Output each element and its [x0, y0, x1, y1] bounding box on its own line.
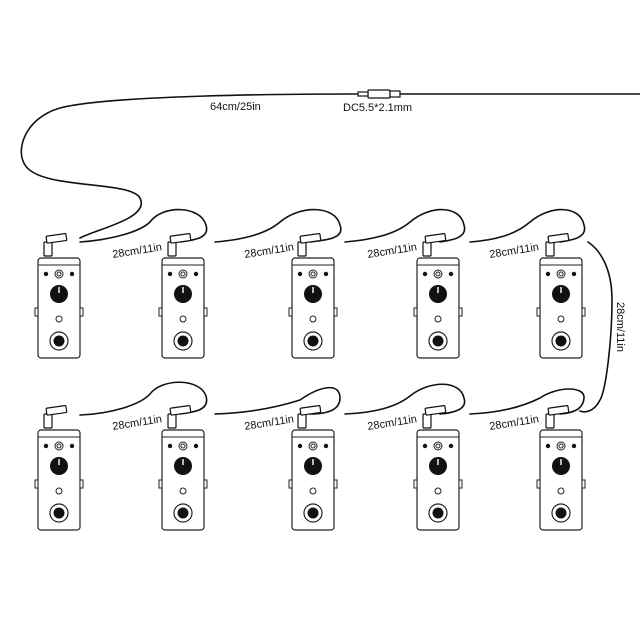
pedal-3 [288, 232, 338, 359]
pedal-4 [413, 232, 463, 359]
dc-plug-connector [357, 89, 640, 99]
pedal-7 [158, 404, 208, 531]
pedal-2 [158, 232, 208, 359]
daisy-label-5: 28cm/11in [112, 413, 163, 433]
daisy-cable-8 [469, 388, 585, 415]
pedal-8 [288, 404, 338, 531]
daisy-label-7: 28cm/11in [367, 413, 418, 433]
daisy-label-3: 28cm/11in [367, 241, 418, 261]
pedal-10 [536, 404, 586, 531]
main-cable [20, 93, 359, 239]
daisy-label-1: 28cm/11in [112, 241, 163, 261]
vertical-cable [579, 241, 613, 413]
main-cable-label: 64cm/25in [210, 101, 261, 113]
daisy-cable-2 [214, 208, 342, 243]
daisy-cable-1 [79, 208, 208, 243]
pedal-6 [34, 404, 84, 531]
pedal-1 [34, 232, 84, 359]
dc-plug-label: DC5.5*2.1mm [343, 102, 412, 114]
daisy-label-6: 28cm/11in [244, 413, 295, 433]
daisy-cable-4 [469, 208, 586, 243]
vertical-cable-label: 28cm/11in [614, 302, 626, 352]
daisy-cable-3 [344, 208, 466, 243]
daisy-cable-6 [214, 386, 341, 415]
daisy-cable-7 [344, 383, 466, 415]
daisy-cable-5 [79, 381, 208, 416]
daisy-label-8: 28cm/11in [489, 413, 540, 433]
pedal-9 [413, 404, 463, 531]
daisy-label-4: 28cm/11in [489, 241, 540, 261]
daisy-label-2: 28cm/11in [244, 241, 295, 261]
pedal-5 [536, 232, 586, 359]
